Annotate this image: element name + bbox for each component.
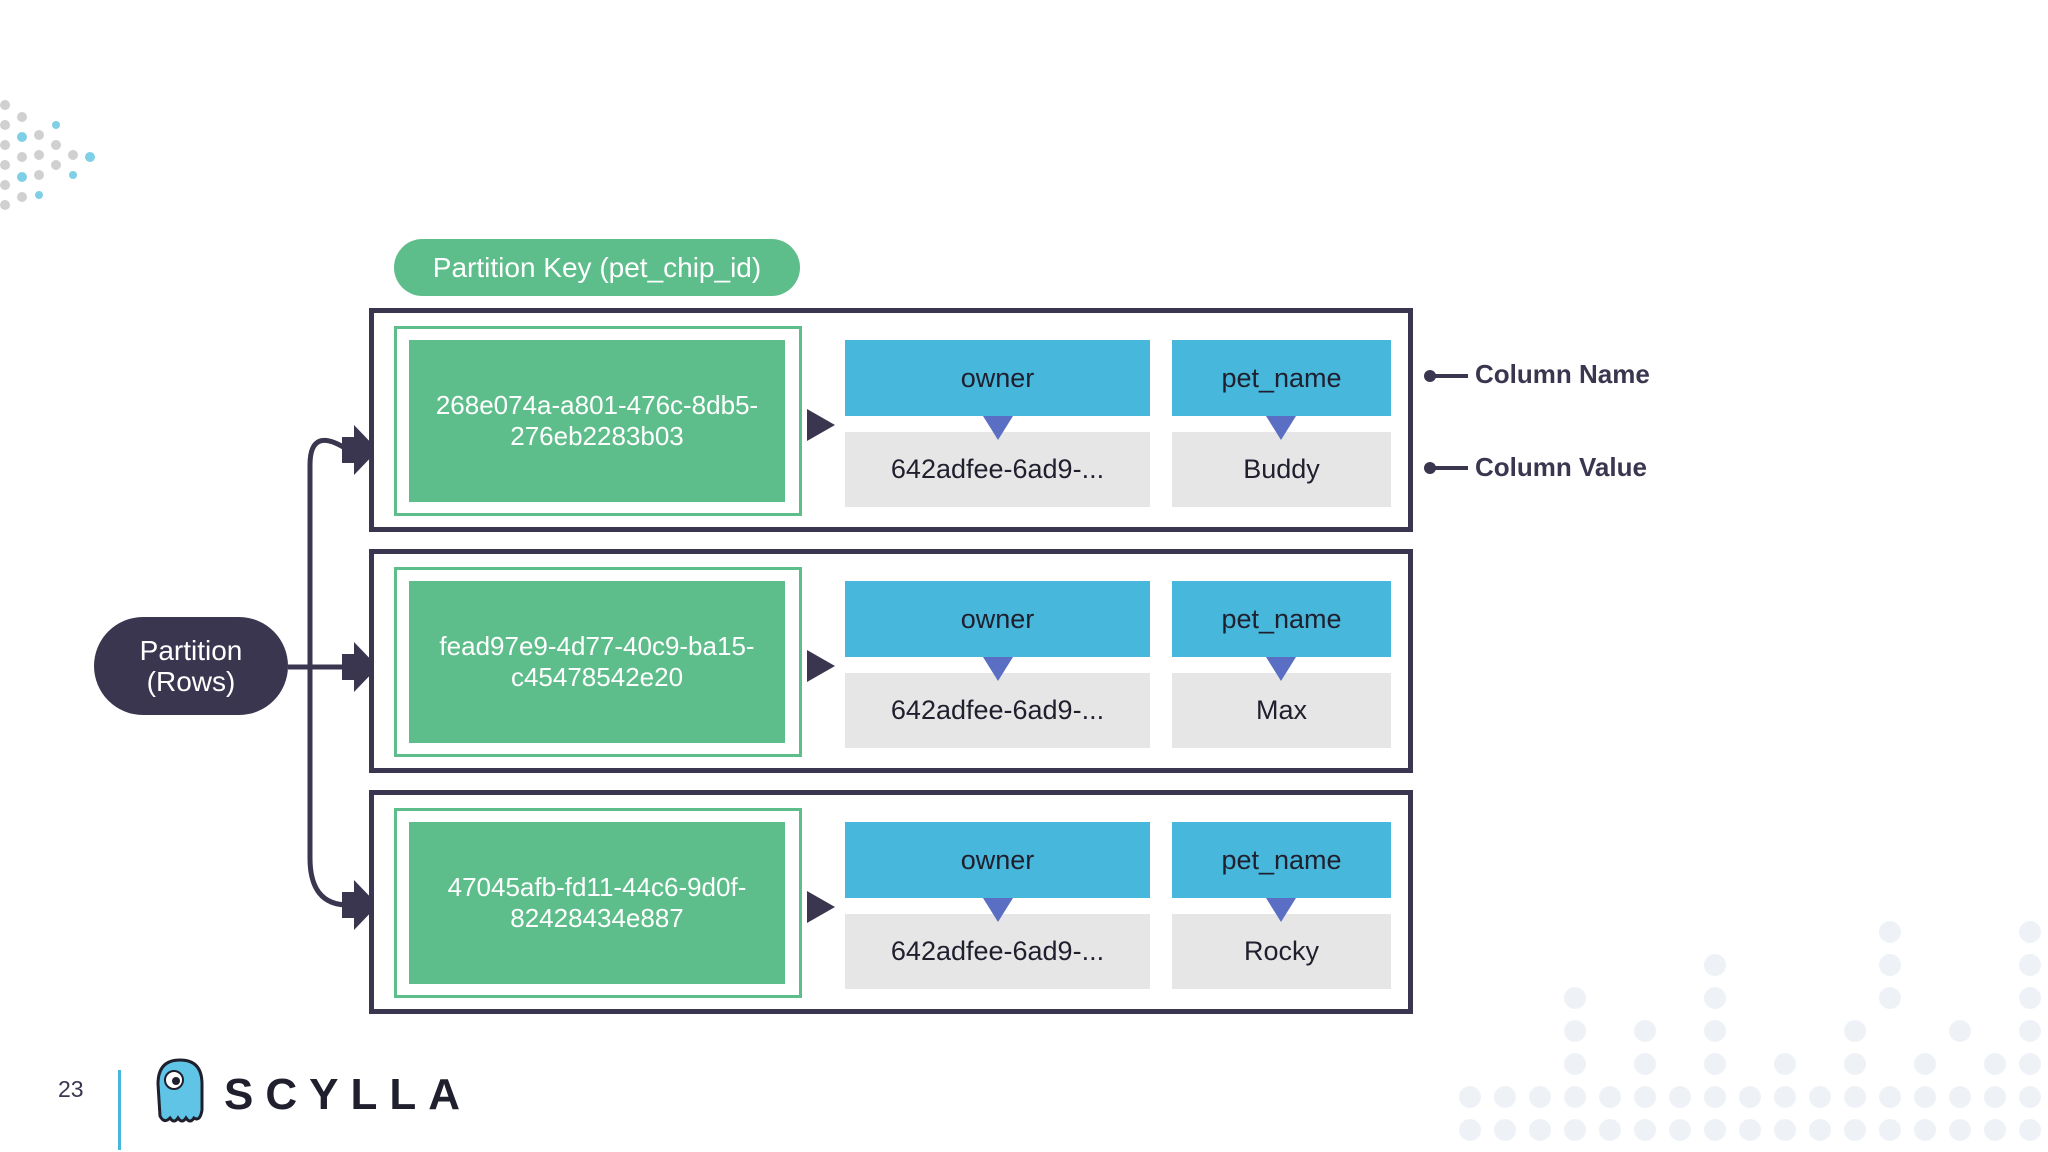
- scylla-logo-icon: [156, 1058, 204, 1123]
- name-to-value-pointer: [1266, 416, 1296, 440]
- key-to-columns-arrow: [807, 650, 835, 682]
- partition-row: 47045afb-fd11-44c6-9d0f- 82428434e887 ow…: [369, 790, 1413, 1014]
- key-line-2: 82428434e887: [510, 903, 684, 933]
- column-name-owner: owner: [845, 581, 1150, 657]
- page-number: 23: [58, 1076, 84, 1102]
- key-to-columns-arrow: [807, 891, 835, 923]
- column-name-pet-name: pet_name: [1172, 822, 1391, 898]
- name-to-value-pointer: [983, 416, 1013, 440]
- footer-divider: [118, 1070, 121, 1150]
- key-line-1: 47045afb-fd11-44c6-9d0f-: [447, 872, 747, 902]
- partition-rows-label: Partition (Rows): [94, 617, 288, 715]
- legend-column-value: Column Value: [1475, 452, 1647, 482]
- legend-column-name: Column Name: [1475, 359, 1650, 389]
- partition-label-line-2: (Rows): [146, 666, 236, 697]
- dot-pattern-top-left: [0, 100, 95, 210]
- name-to-value-pointer: [1266, 898, 1296, 922]
- column-value-pet-name: Max: [1172, 673, 1391, 748]
- partition-key-value: 268e074a-a801-476c-8db5- 276eb2283b03: [409, 340, 785, 502]
- key-line-1: fead97e9-4d77-40c9-ba15-: [439, 631, 755, 661]
- column-value-pet-name: Rocky: [1172, 914, 1391, 989]
- name-to-value-pointer: [1266, 657, 1296, 681]
- partition-label-line-1: Partition: [139, 635, 243, 666]
- column-name-owner: owner: [845, 822, 1150, 898]
- name-to-value-pointer: [983, 898, 1013, 922]
- partition-row: fead97e9-4d77-40c9-ba15- c45478542e20 ow…: [369, 549, 1413, 773]
- partition-key-value: fead97e9-4d77-40c9-ba15- c45478542e20: [409, 581, 785, 743]
- legend-column-value-line: [1428, 466, 1468, 470]
- partition-connectors: [288, 425, 378, 930]
- key-line-2: 276eb2283b03: [510, 421, 684, 451]
- column-name-pet-name: pet_name: [1172, 340, 1391, 416]
- arrow-row-2: [342, 642, 378, 692]
- column-name-owner: owner: [845, 340, 1150, 416]
- dot-pattern-bottom-right: [1459, 921, 2041, 1141]
- partition-row: 268e074a-a801-476c-8db5- 276eb2283b03 ow…: [369, 308, 1413, 532]
- partition-key-frame: fead97e9-4d77-40c9-ba15- c45478542e20: [394, 567, 802, 757]
- key-line-1: 268e074a-a801-476c-8db5-: [435, 390, 759, 420]
- key-line-2: c45478542e20: [510, 662, 684, 692]
- legend-column-name-line: [1428, 374, 1468, 378]
- column-name-pet-name: pet_name: [1172, 581, 1391, 657]
- name-to-value-pointer: [983, 657, 1013, 681]
- arrow-row-1: [342, 425, 378, 475]
- partition-key-frame: 268e074a-a801-476c-8db5- 276eb2283b03: [394, 326, 802, 516]
- partition-key-value: 47045afb-fd11-44c6-9d0f- 82428434e887: [409, 822, 785, 984]
- column-value-owner: 642adfee-6ad9-...: [845, 432, 1150, 507]
- partition-key-label: Partition Key (pet_chip_id): [394, 239, 800, 296]
- key-to-columns-arrow: [807, 409, 835, 441]
- column-value-pet-name: Buddy: [1172, 432, 1391, 507]
- partition-key-frame: 47045afb-fd11-44c6-9d0f- 82428434e887: [394, 808, 802, 998]
- connector-branch: [307, 438, 350, 908]
- brand-wordmark: SCYLLA: [224, 1070, 472, 1119]
- column-value-owner: 642adfee-6ad9-...: [845, 914, 1150, 989]
- arrow-row-3: [342, 880, 378, 930]
- column-value-owner: 642adfee-6ad9-...: [845, 673, 1150, 748]
